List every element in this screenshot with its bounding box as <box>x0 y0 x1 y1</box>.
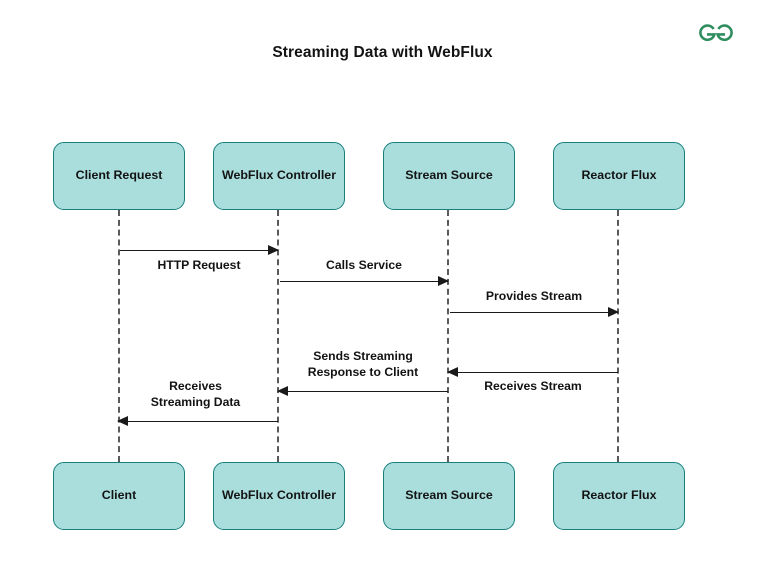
participant-footer-flux-label: Reactor Flux <box>581 488 657 503</box>
message-label-receives-stream: Receives Stream <box>484 379 582 393</box>
message-line-http-request <box>120 250 278 251</box>
participant-header-client[interactable]: Client Request <box>53 142 185 210</box>
participant-header-source[interactable]: Stream Source <box>383 142 515 210</box>
message-label-http-request: HTTP Request <box>157 258 241 272</box>
page-title: Streaming Data with WebFlux <box>272 44 493 61</box>
message-label-calls-service: Calls Service <box>326 258 402 272</box>
participant-footer-source-label: Stream Source <box>405 488 493 503</box>
participant-header-flux-label: Reactor Flux <box>581 168 657 183</box>
message-label-provides-stream: Provides Stream <box>485 289 583 303</box>
lifeline-source <box>447 210 449 462</box>
lifeline-controller <box>277 210 279 462</box>
message-line-receives-stream <box>448 372 618 373</box>
participant-header-controller-label: WebFlux Controller <box>221 168 337 183</box>
participant-footer-flux[interactable]: Reactor Flux <box>553 462 685 530</box>
participant-header-source-label: Stream Source <box>405 168 493 183</box>
participant-footer-controller[interactable]: WebFlux Controller <box>213 462 345 530</box>
message-line-provides-stream <box>450 312 618 313</box>
participant-footer-source[interactable]: Stream Source <box>383 462 515 530</box>
arrow-head-right-icon <box>438 276 449 286</box>
arrow-head-left-icon <box>447 367 458 377</box>
message-label-receives-data: Receives Streaming Data <box>150 379 241 410</box>
message-label-sends-response: Sends Streaming Response to Client <box>307 349 419 380</box>
lifeline-flux <box>617 210 619 462</box>
geeksforgeeks-logo <box>696 18 736 48</box>
participant-footer-client-label: Client <box>101 488 137 503</box>
lifeline-client <box>118 210 120 462</box>
message-line-receives-data <box>118 421 278 422</box>
participant-footer-controller-label: WebFlux Controller <box>221 488 337 503</box>
arrow-head-left-icon <box>277 386 288 396</box>
participant-header-client-label: Client Request <box>75 168 163 183</box>
participant-footer-client[interactable]: Client <box>53 462 185 530</box>
participant-header-flux[interactable]: Reactor Flux <box>553 142 685 210</box>
participant-header-controller[interactable]: WebFlux Controller <box>213 142 345 210</box>
arrow-head-left-icon <box>117 416 128 426</box>
geeksforgeeks-logo-icon <box>699 24 733 42</box>
arrow-head-right-icon <box>268 245 279 255</box>
message-line-calls-service <box>280 281 448 282</box>
arrow-head-right-icon <box>608 307 619 317</box>
message-line-sends-response <box>278 391 448 392</box>
